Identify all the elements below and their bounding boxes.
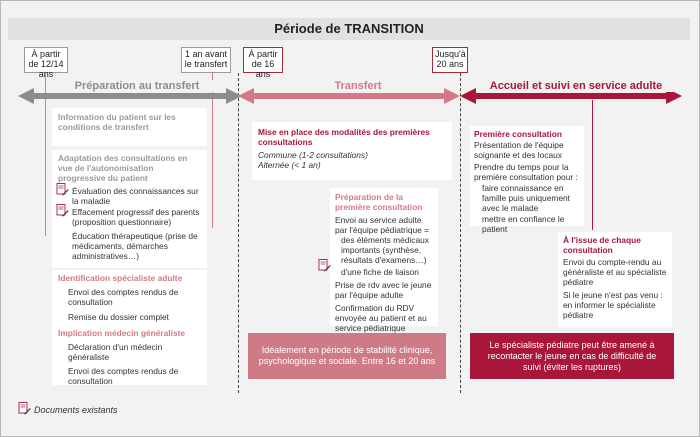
first-sub-item: faire connaissance en famille puis uniqu… (482, 183, 570, 213)
impl-item: Envoi des comptes rendus de consultation (68, 366, 179, 386)
adapt-item: Évaluation des connaissances sur la mala… (72, 186, 199, 206)
send-item: Envoi au service adulte par l'équipe péd… (335, 215, 430, 235)
issue-item: Si le jeune n'est pas venu : en informer… (563, 290, 663, 320)
issue-item: Envoi du compte-rendu au généraliste et … (563, 257, 667, 287)
adapt-item: Effacement progressif des parents (propo… (72, 207, 200, 227)
issue-title: À l'issue de chaque consultation (563, 235, 641, 255)
document-icon (56, 204, 69, 217)
document-icon (318, 259, 331, 272)
send-sub-item: des éléments médicaux importants (synthè… (341, 235, 429, 265)
modal-title: Mise en place des modalités des première… (258, 127, 430, 147)
timeline-adulte (592, 100, 593, 230)
transfer-preparation: Préparation de la première consultation … (330, 188, 438, 333)
ident-item: Remise du dossier complet (68, 312, 170, 322)
ident-item: Envoi des comptes rendus de consultation (68, 287, 179, 307)
adapt-title: Adaptation des consultations en vue de l… (58, 153, 188, 183)
adapt-item: Éducation thérapeutique (prise de médica… (72, 231, 198, 261)
divider-16-ans (238, 73, 239, 393)
phase-label-transfert: Transfert (318, 80, 398, 92)
confirm-item: Confirmation du RDV envoyée au patient e… (335, 303, 427, 333)
first-item: Prendre du temps pour la première consul… (474, 162, 578, 182)
first-title: Première consultation (474, 129, 562, 139)
send-sub-item: d'une fiche de liaison (341, 267, 419, 277)
diagram-title: Période de TRANSITION (8, 18, 690, 40)
document-icon (56, 183, 69, 196)
adult-first: Première consultation Présentation de l'… (470, 126, 584, 234)
timeline-12-14 (45, 73, 46, 236)
modal-item: Alternée (< 1 an) (258, 160, 321, 170)
rdv-item: Prise de rdv avec le jeune par l'équipe … (335, 280, 432, 300)
phase-label-adulte: Accueil et suivi en service adulte (478, 80, 674, 92)
legend-label: Documents existants (34, 405, 118, 415)
prep-info: Information du patient sur les condition… (52, 108, 207, 146)
milestone-1-an-avant: 1 an avant le transfert (181, 47, 231, 73)
milestone-16-ans: À partir de 16 ans (243, 47, 283, 79)
first-sub-item: mettre en confiance le patient (482, 214, 565, 234)
milestone-20-ans: Jusqu'à 20 ans (432, 47, 468, 73)
prep-info-text: Information du patient sur les condition… (58, 112, 176, 132)
arrow-transfert (238, 88, 460, 104)
document-icon (18, 402, 31, 415)
arrow-adulte (460, 88, 682, 104)
ident-title: Identification spécialiste adulte (58, 273, 183, 283)
timeline-1-an (212, 73, 213, 228)
impl-item: Déclaration d'un médecin généraliste (68, 342, 163, 362)
arrow-preparation (18, 88, 242, 104)
modal-item: Commune (1-2 consultations) (258, 150, 368, 160)
impl-title: Implication médecin généraliste (58, 328, 186, 338)
phase-label-preparation: Préparation au transfert (52, 80, 222, 92)
first-item: Présentation de l'équipe soignante et de… (474, 140, 564, 160)
adult-issue: À l'issue de chaque consultation Envoi d… (558, 232, 672, 328)
transfer-note: Idéalement en période de stabilité clini… (248, 333, 446, 379)
prep-consult-title: Préparation de la première consultation (335, 192, 423, 212)
adult-note: Le spécialiste pédiatre peut être amené … (470, 333, 674, 379)
prep-adaptation: Adaptation des consultations en vue de l… (52, 150, 207, 268)
transfer-modalites: Mise en place des modalités des première… (252, 122, 452, 180)
prep-identification: Identification spécialiste adulte Envoi … (52, 270, 207, 386)
divider-20-ans (460, 73, 461, 393)
